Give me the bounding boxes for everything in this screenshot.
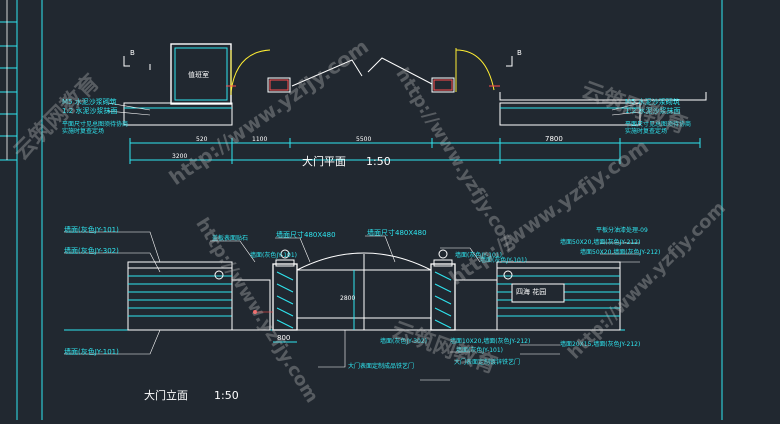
dim-right: 7800 — [545, 135, 563, 143]
callout-left-3: 墙面(灰色JY-101) — [64, 348, 119, 356]
section-mark-label: B — [130, 49, 135, 57]
callout-left-2: 墙面(灰色JY-302) — [64, 247, 119, 255]
plan-note-left-2: 1:2 水泥沙浆抹面 — [62, 107, 118, 115]
callout-top-c: 墙面尺寸480X480 — [367, 229, 427, 237]
plan-note-right-4: 实施时复查定场 — [625, 128, 668, 135]
plan-note-right-3: 平面尺寸见总图须待协商 — [625, 121, 692, 128]
plan-note-right-2: 1:2 水泥沙浆抹面 — [625, 107, 681, 115]
dim-left-b: 520 — [196, 136, 208, 143]
room-label: 值班室 — [188, 71, 209, 79]
callout-bottom-1: 墙面(灰色JY-302) — [380, 338, 428, 345]
dim-height: 2800 — [340, 295, 356, 302]
callout-bottom-6: 大门表面定制镀锌铁艺门 — [454, 359, 521, 366]
callout-right-2: 墙面50X20,墙面(灰色JY-212) — [560, 239, 641, 246]
callout-left-1: 墙面(灰色JY-101) — [64, 226, 119, 234]
dim-left-a: 3200 — [172, 153, 188, 160]
plan-note-right-1: M5 水泥沙浆砌筑 — [625, 98, 680, 106]
section-mark-label-right: B — [517, 49, 522, 57]
callout-gate-right: 墙面(灰色JY-101) — [455, 252, 503, 259]
plan-note-left-4: 实施时复查定场 — [62, 128, 105, 135]
callout-gate-left: 墙面(灰色JY-101) — [250, 252, 298, 259]
callout-right-1: 平板分油漆处理-09 — [596, 227, 648, 234]
elevation-title: 大门立面 — [144, 389, 188, 402]
plan-view — [123, 43, 707, 164]
plan-scale: 1:50 — [366, 155, 391, 168]
callout-bottom-3: 墙面(灰色JY-101) — [456, 347, 504, 354]
dim-mid-b: 5500 — [356, 136, 372, 143]
callout-top-b: 墙面尺寸480X480 — [276, 231, 336, 239]
callout-bottom-2: 墙面10X20,墙面(灰色JY-212) — [450, 338, 531, 345]
plan-note-left-3: 平面尺寸见总图须待协商 — [62, 121, 129, 128]
sign-text: 四海 花园 — [516, 288, 547, 296]
callout-bottom-4: 墙面20X15,墙面(灰色JY-212) — [560, 341, 641, 348]
dim-post: 800 — [277, 334, 291, 342]
callout-right-4: 墙面(灰色JY-101) — [480, 257, 528, 264]
callout-top-a: 盖板表面贴石 — [212, 235, 249, 242]
callout-right-3: 墙面50X20,墙面(灰色JY-212) — [580, 249, 661, 256]
plan-note-left-1: M5 水泥沙浆砌筑 — [62, 98, 117, 106]
callout-bottom-5: 大门表面定制成品铁艺门 — [348, 363, 415, 370]
plan-title: 大门平面 — [302, 155, 346, 168]
elevation-scale: 1:50 — [214, 389, 239, 402]
dim-mid-a: 1100 — [252, 136, 268, 143]
elevation-view — [64, 249, 625, 343]
